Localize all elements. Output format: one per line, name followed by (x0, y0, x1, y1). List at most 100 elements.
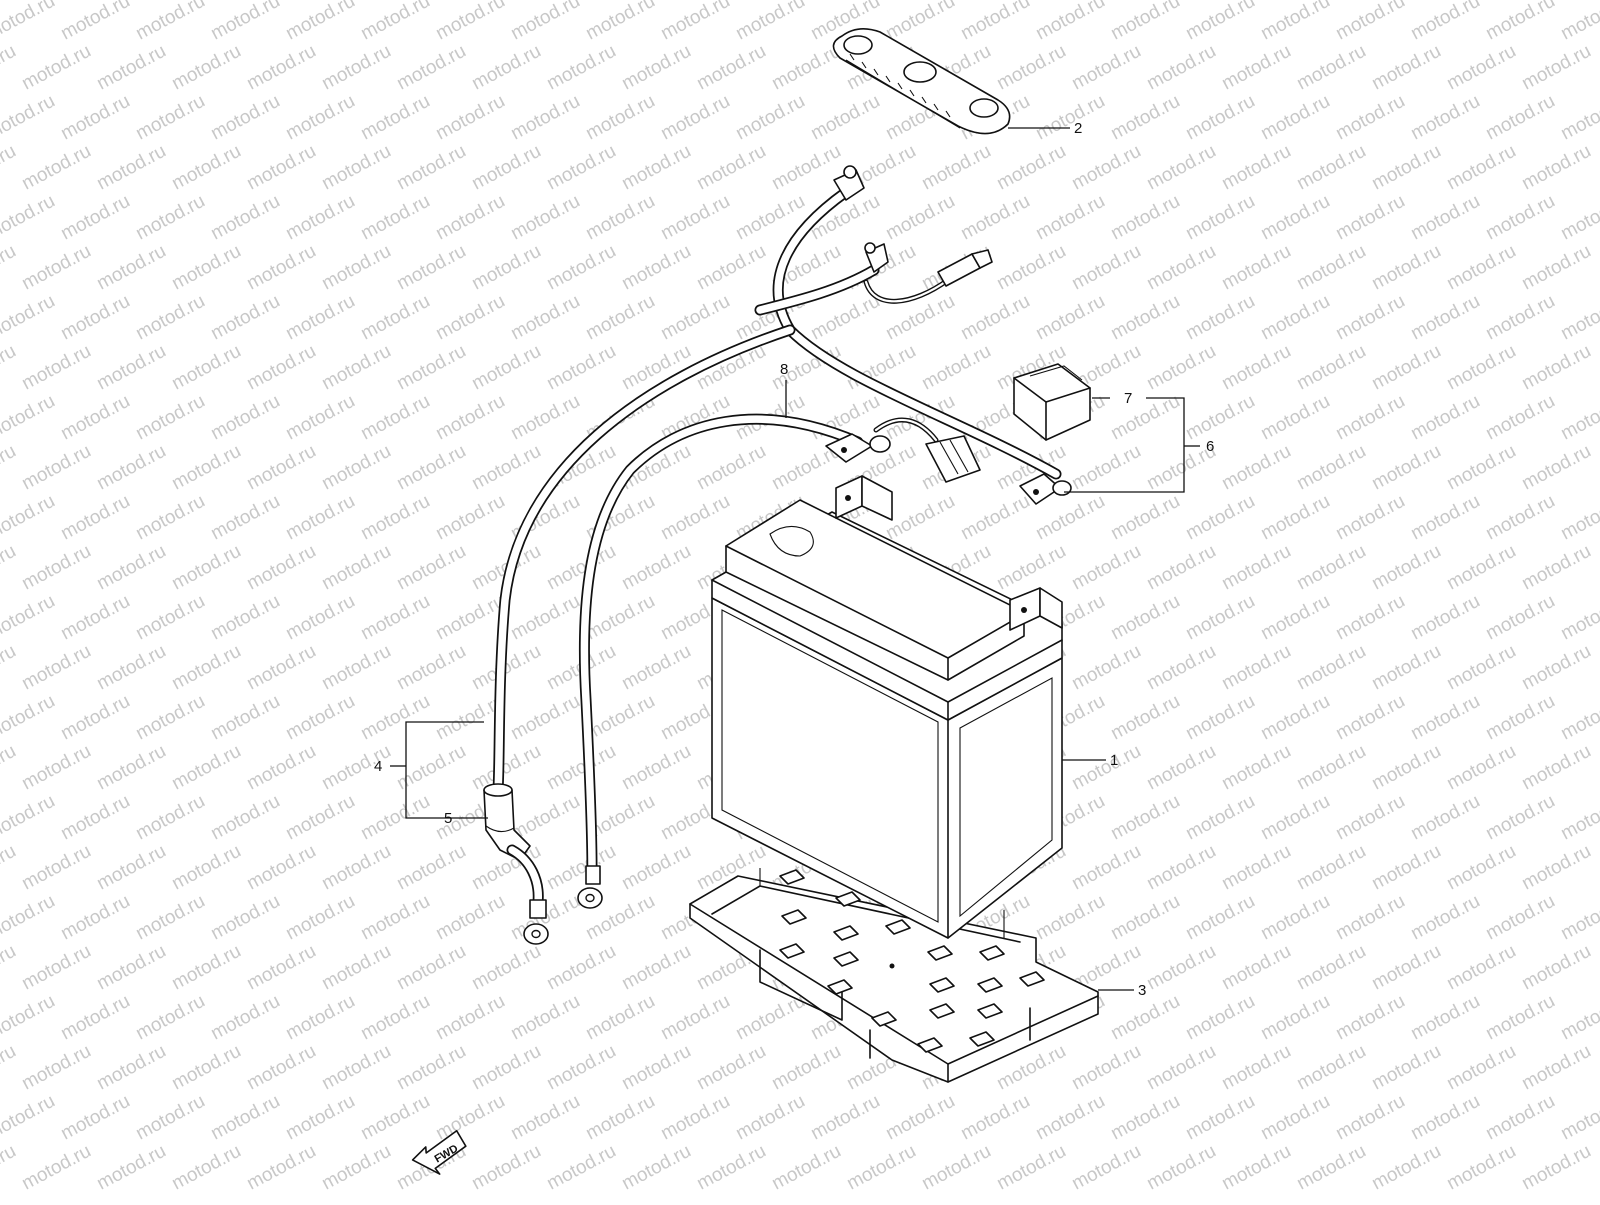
watermark-text: motod.ru (1482, 891, 1558, 945)
watermark-text: motod.ru (393, 841, 469, 895)
watermark-text: motod.ru (1368, 441, 1444, 495)
watermark-text: motod.ru (1482, 91, 1558, 145)
watermark-text: motod.ru (1557, 391, 1600, 445)
watermark-text: motod.ru (957, 0, 1033, 44)
watermark-text: motod.ru (693, 141, 769, 195)
watermark-text: motod.ru (432, 491, 508, 545)
watermark-text: motod.ru (1257, 591, 1333, 645)
part-5-terminal-boot[interactable] (483, 783, 549, 945)
watermark-text: motod.ru (1143, 1141, 1219, 1195)
watermark-text: motod.ru (18, 341, 94, 395)
watermark-text: motod.ru (0, 1141, 20, 1195)
watermark-text: motod.ru (1218, 41, 1294, 95)
watermark-text: motod.ru (282, 291, 358, 345)
watermark-text: motod.ru (507, 591, 583, 645)
watermark-text: motod.ru (1332, 891, 1408, 945)
watermark-text: motod.ru (168, 741, 244, 795)
watermark-text: motod.ru (93, 1141, 169, 1195)
watermark-text: motod.ru (1557, 991, 1600, 1045)
watermark-text: motod.ru (357, 591, 433, 645)
watermark-text: motod.ru (18, 1041, 94, 1095)
watermark-text: motod.ru (357, 91, 433, 145)
watermark-text: motod.ru (1257, 291, 1333, 345)
watermark-text: motod.ru (693, 241, 769, 295)
watermark-text: motod.ru (1368, 41, 1444, 95)
watermark-text: motod.ru (1143, 741, 1219, 795)
watermark-text: motod.ru (1257, 991, 1333, 1045)
tray-slot (781, 909, 807, 925)
part-8-ground-cable[interactable] (577, 413, 981, 909)
watermark-text: motod.ru (1293, 341, 1369, 395)
watermark-text: motod.ru (93, 341, 169, 395)
watermark-text: motod.ru (1518, 141, 1594, 195)
watermark-text: motod.ru (18, 141, 94, 195)
leader-lines (390, 127, 1200, 991)
watermark-text: motod.ru (657, 491, 733, 545)
watermark-text: motod.ru (132, 391, 208, 445)
watermark-text: motod.ru (507, 391, 583, 445)
watermark-text: motod.ru (507, 191, 583, 245)
watermark-text: motod.ru (1107, 0, 1183, 44)
watermark-text: motod.ru (93, 541, 169, 595)
watermark-text: motod.ru (1443, 141, 1519, 195)
watermark-text: motod.ru (1332, 991, 1408, 1045)
watermark-text: motod.ru (57, 91, 133, 145)
watermark-text: motod.ru (132, 591, 208, 645)
part-2-terminal-cover[interactable] (832, 28, 1011, 135)
watermark-text: motod.ru (1293, 41, 1369, 95)
watermark-text: motod.ru (582, 91, 658, 145)
callout-6: 6 (1206, 438, 1214, 455)
watermark-text: motod.ru (0, 941, 20, 995)
watermark-text: motod.ru (1107, 191, 1183, 245)
watermark-text: motod.ru (1257, 191, 1333, 245)
watermark-text: motod.ru (1032, 291, 1108, 345)
watermark-text: motod.ru (57, 1091, 133, 1145)
watermark-text: motod.ru (507, 0, 583, 44)
watermark-text: motod.ru (0, 491, 59, 545)
watermark-text: motod.ru (243, 1141, 319, 1195)
watermark-text: motod.ru (1332, 0, 1408, 44)
watermark-text: motod.ru (282, 191, 358, 245)
watermark-text: motod.ru (1482, 491, 1558, 545)
part-7-fuse-cover[interactable] (1013, 363, 1091, 441)
watermark-text: motod.ru (318, 741, 394, 795)
watermark-text: motod.ru (993, 1141, 1069, 1195)
tray-slot (833, 925, 859, 941)
part-4-battery-cable[interactable] (492, 165, 1072, 796)
watermark-text: motod.ru (1068, 441, 1144, 495)
watermark-text: motod.ru (1482, 691, 1558, 745)
watermark-text: motod.ru (582, 0, 658, 44)
callout-4: 4 (374, 758, 382, 775)
watermark-text: motod.ru (18, 941, 94, 995)
watermark-text: motod.ru (93, 1041, 169, 1095)
watermark-text: motod.ru (1257, 691, 1333, 745)
watermark-text: motod.ru (1257, 1091, 1333, 1145)
part-1-battery[interactable] (711, 475, 1063, 939)
watermark-text: motod.ru (282, 691, 358, 745)
watermark-text: motod.ru (1368, 141, 1444, 195)
watermark-text: motod.ru (1257, 91, 1333, 145)
watermark-text: motod.ru (1482, 191, 1558, 245)
watermark-text: motod.ru (1182, 191, 1258, 245)
watermark-text: motod.ru (1032, 1091, 1108, 1145)
watermark-text: motod.ru (1407, 691, 1483, 745)
watermark-text: motod.ru (1407, 291, 1483, 345)
part-3-battery-tray[interactable] (689, 868, 1099, 1083)
watermark-text: motod.ru (582, 291, 658, 345)
watermark-text: motod.ru (168, 1041, 244, 1095)
tray-slot (779, 943, 805, 959)
watermark-text: motod.ru (693, 41, 769, 95)
watermark-text: motod.ru (1143, 241, 1219, 295)
watermark-text: motod.ru (1293, 441, 1369, 495)
watermark-text: motod.ru (93, 641, 169, 695)
watermark-text: motod.ru (957, 1091, 1033, 1145)
watermark-text: motod.ru (243, 1041, 319, 1095)
watermark-text: motod.ru (1407, 191, 1483, 245)
watermark-text: motod.ru (282, 791, 358, 845)
watermark-text: motod.ru (0, 341, 20, 395)
watermark-text: motod.ru (1407, 391, 1483, 445)
watermark-text: motod.ru (393, 41, 469, 95)
watermark-text: motod.ru (1368, 641, 1444, 695)
watermark-text: motod.ru (207, 91, 283, 145)
